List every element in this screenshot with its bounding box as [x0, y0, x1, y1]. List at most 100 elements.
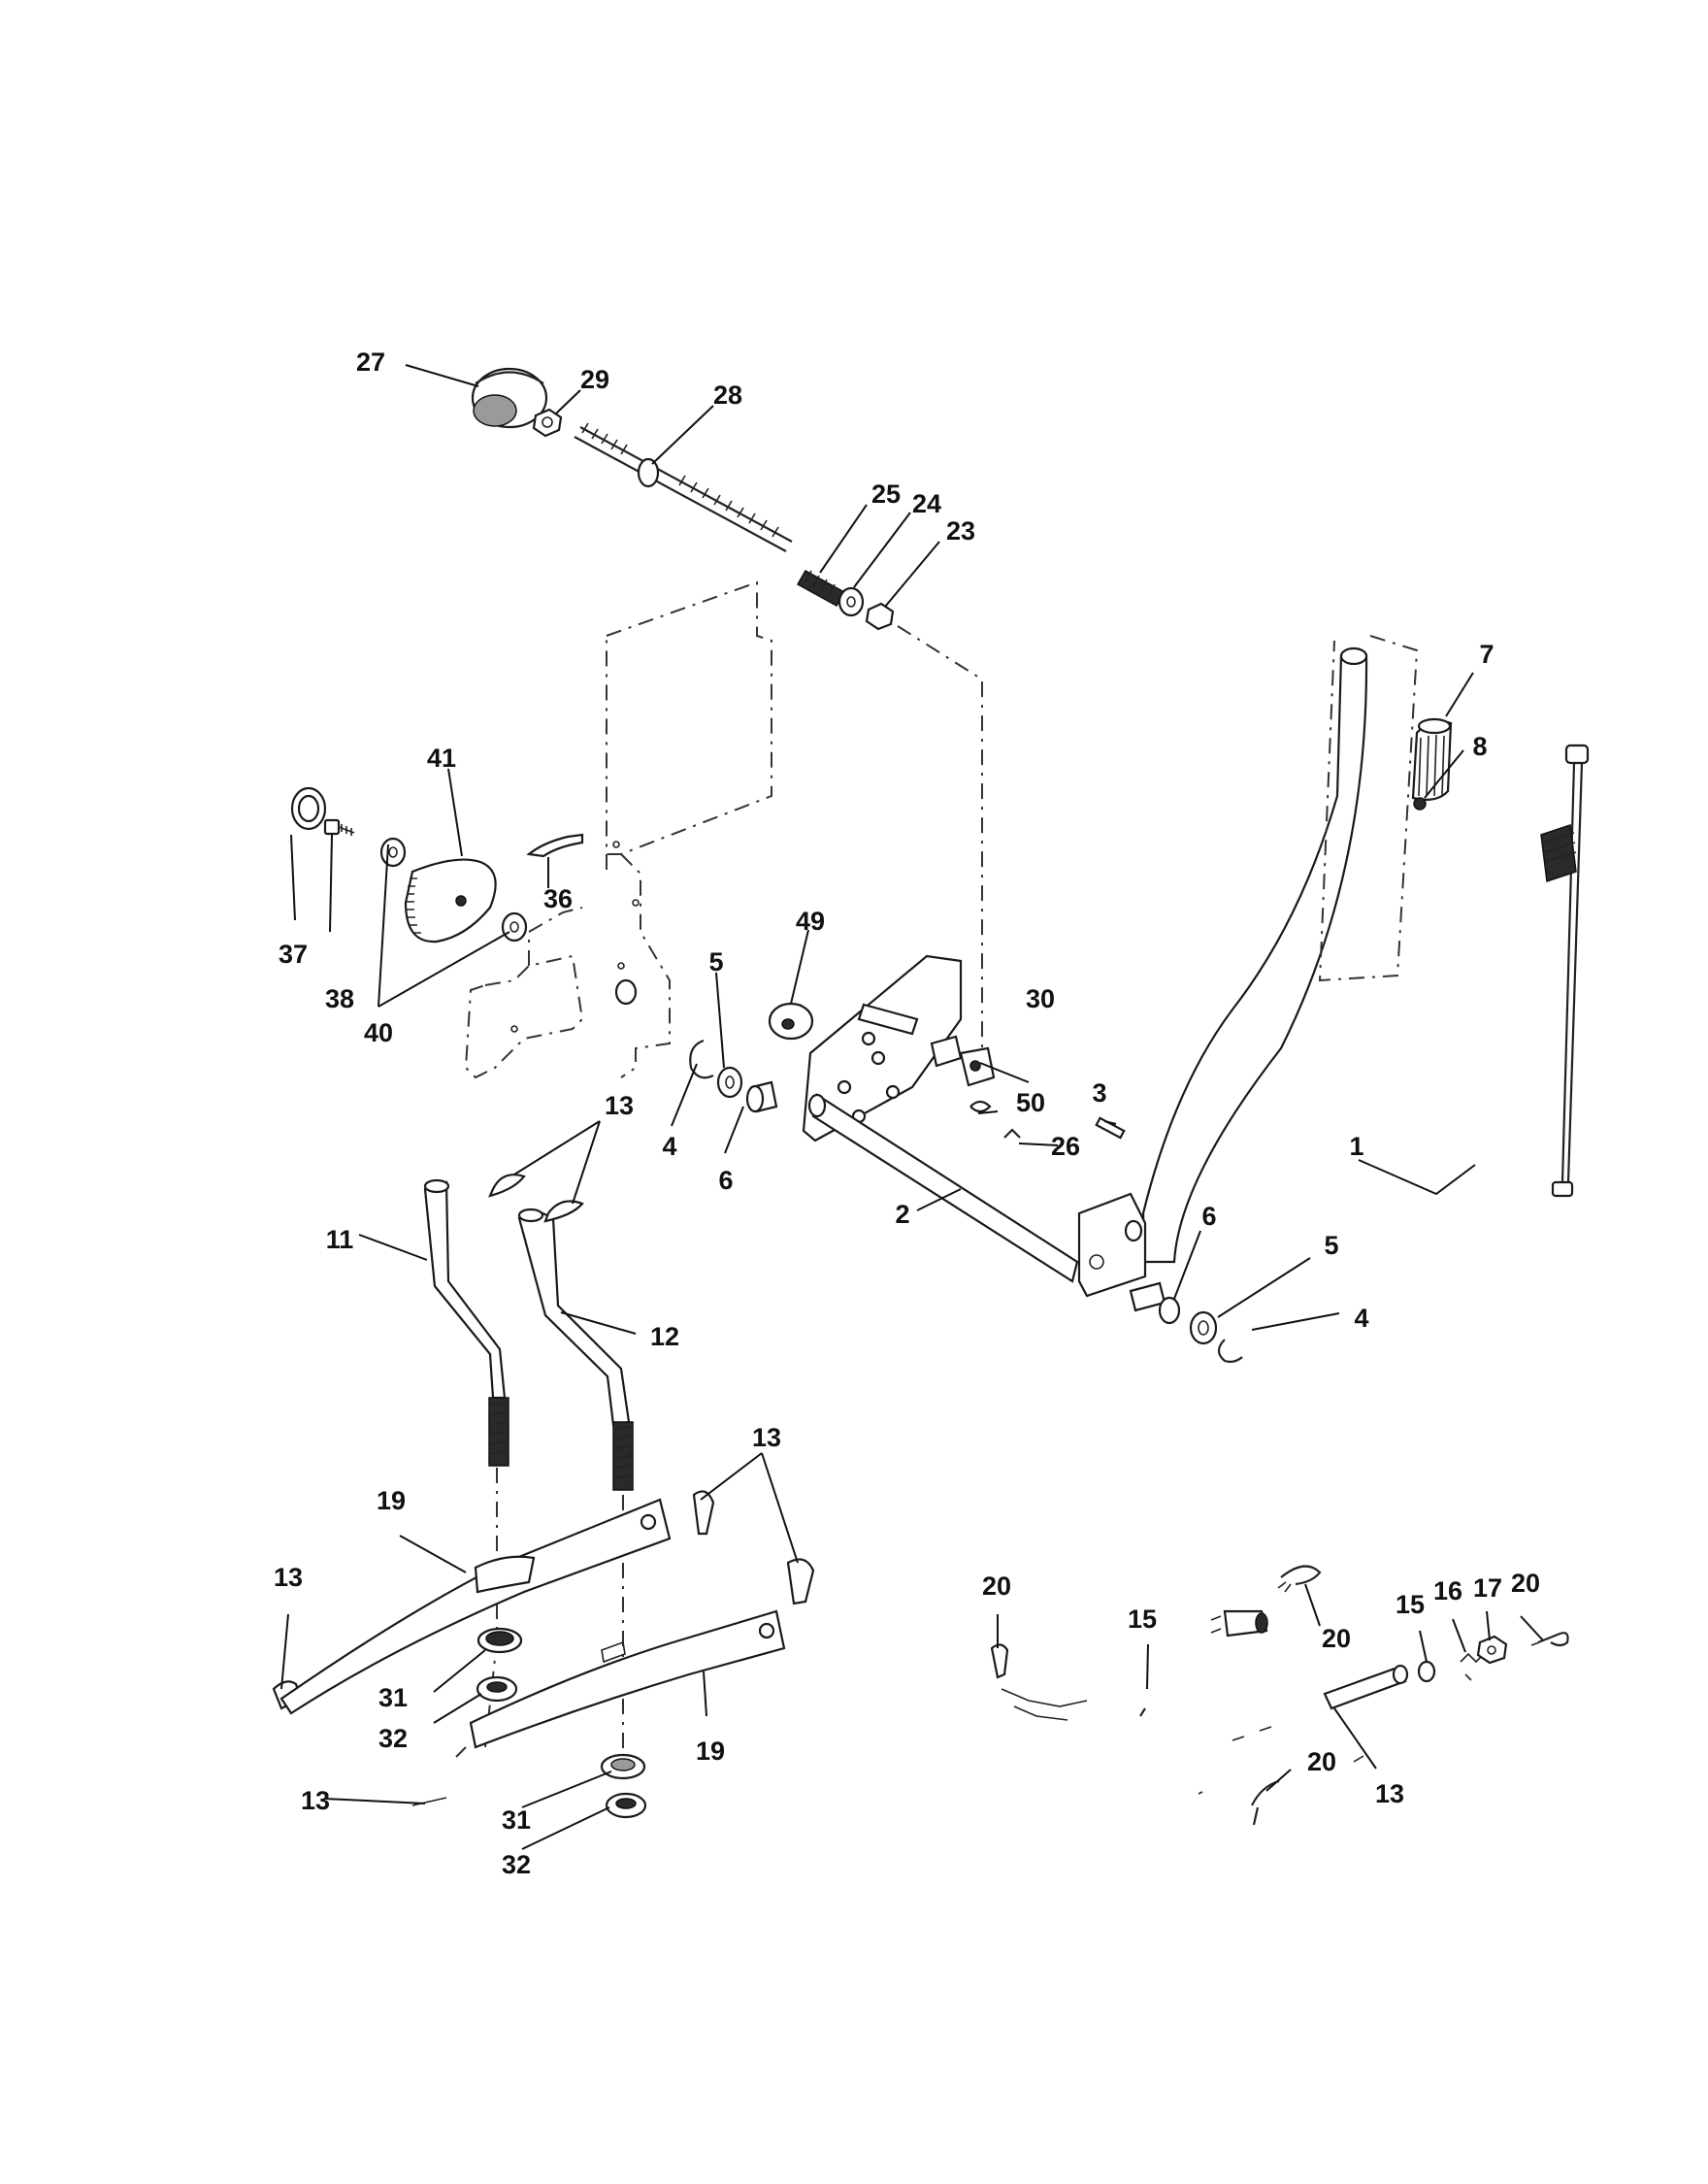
callout-36: 36: [543, 884, 573, 913]
callout-11: 11: [326, 1225, 354, 1254]
callout-27: 28: [713, 381, 742, 410]
adjustment-knob-29: [471, 367, 548, 429]
callout-49: 49: [796, 907, 825, 936]
callout-3: 3: [1092, 1078, 1106, 1108]
callout-4a: 4: [662, 1132, 676, 1161]
nut-18: [1476, 1635, 1508, 1665]
pin-3: [1095, 1116, 1126, 1140]
bushing-37: [290, 786, 327, 831]
washer-31a: [476, 1627, 523, 1654]
callout-4b: 4: [1354, 1304, 1368, 1333]
washer-5: [716, 1066, 743, 1099]
height-gauge-41: [404, 858, 497, 943]
hand-grip-7: [1411, 717, 1453, 801]
bushing-50: [969, 1100, 992, 1113]
callout-31b: 31: [502, 1805, 531, 1835]
callout-29: 27: [356, 347, 385, 377]
washer-40b: [501, 911, 528, 943]
threaded-rod-27: [574, 422, 793, 552]
front-link-15a: [1001, 1688, 1146, 1721]
frame-panel-outline: [464, 580, 772, 1079]
washer-5b: [1189, 1310, 1218, 1345]
callout-5b: 5: [1324, 1231, 1338, 1260]
shaft-2: [807, 1093, 1079, 1283]
callout-1: 1: [1349, 1132, 1363, 1161]
callout-20b: 20: [1322, 1624, 1351, 1653]
washer-40a: [379, 837, 407, 868]
handle-lever: [1077, 646, 1368, 1298]
callout-41: 41: [427, 744, 456, 773]
trunnion-30: [930, 1035, 996, 1087]
lift-arm-19a: [279, 1498, 672, 1715]
bushing-6: [745, 1080, 778, 1113]
washer-16: [1417, 1660, 1436, 1683]
hairpin-clip-13d: [786, 1558, 815, 1605]
hairpin-clip-13f: [411, 1797, 447, 1806]
callout-12: 12: [650, 1322, 679, 1351]
hairpin-clip-20b: [1277, 1565, 1322, 1593]
callout-20a: 20: [982, 1572, 1011, 1601]
callout-40: 40: [364, 1018, 393, 1047]
callout-26: 26: [1051, 1132, 1080, 1161]
clip-36: [526, 833, 584, 858]
clevis-pin: [1210, 1609, 1268, 1638]
nut-32a: [476, 1675, 518, 1703]
callout-32b: 32: [502, 1850, 531, 1879]
callout-2: 2: [895, 1200, 909, 1229]
callout-25: 25: [871, 480, 901, 509]
callout-8: 8: [1472, 732, 1487, 761]
callout-6a: 6: [718, 1166, 733, 1195]
lift-link-12: [517, 1208, 634, 1491]
nut-28: [532, 408, 563, 438]
cover-washer-49: [768, 1002, 814, 1041]
nut-23: [865, 602, 895, 631]
cable-1: [1540, 744, 1590, 1198]
callout-17: 16: [1433, 1576, 1462, 1605]
washer-24: [838, 586, 865, 617]
callout-24: 24: [912, 489, 941, 518]
pin-26: [1003, 1128, 1021, 1139]
hairpin-clip-20a: [990, 1643, 1009, 1679]
screw-38: [323, 818, 355, 836]
callout-13b: 13: [752, 1423, 781, 1452]
callout-31a: 31: [378, 1683, 408, 1712]
callout-19a: 19: [377, 1486, 406, 1515]
callout-50: 50: [1016, 1088, 1045, 1117]
callout-5a: 5: [708, 947, 723, 976]
callout-38: 38: [325, 984, 354, 1013]
hairpin-clip-13b: [543, 1200, 584, 1223]
callout-15a: 15: [1128, 1605, 1157, 1634]
washer-6: [1158, 1296, 1181, 1325]
callout-13a: 13: [605, 1091, 634, 1120]
callout-7: 7: [1479, 640, 1494, 669]
callout-32a: 32: [378, 1724, 408, 1753]
callout-20c: 20: [1511, 1569, 1540, 1598]
hairpin-clip-20d: [1251, 1779, 1280, 1826]
callout-6b: 6: [1201, 1202, 1216, 1231]
front-link-15b: [1232, 1664, 1409, 1741]
callout-20d: 20: [1307, 1747, 1336, 1776]
callout-15b: 13: [1375, 1779, 1404, 1808]
callout-labels: 27 29 28 25 24 23 7 8 41 36 37 38 40 5 4…: [274, 347, 1540, 1879]
callout-13d: 13: [301, 1786, 330, 1815]
callout-28: 29: [580, 365, 609, 394]
callout-23: 23: [946, 516, 975, 546]
hairpin-clip-13a: [488, 1174, 526, 1198]
retainer-ring-4b: [1217, 1339, 1243, 1363]
callout-16: 15: [1396, 1590, 1425, 1619]
hairpin-clip-20c: [1530, 1632, 1569, 1647]
lift-link-11: [423, 1178, 509, 1467]
callout-37: 37: [279, 940, 308, 969]
callout-19b: 19: [696, 1737, 725, 1766]
lift-arm-19b: [469, 1609, 786, 1749]
leader-lines: [280, 364, 1544, 1850]
retainer-ring-4: [689, 1039, 714, 1079]
washer-31b: [600, 1753, 646, 1780]
spring-25: [796, 569, 846, 608]
ferrule-8: [1413, 797, 1427, 811]
callout-13c: 13: [274, 1563, 303, 1592]
spring-17: [1460, 1652, 1485, 1681]
callout-18: 17: [1473, 1573, 1502, 1603]
nut-32b: [605, 1792, 647, 1819]
